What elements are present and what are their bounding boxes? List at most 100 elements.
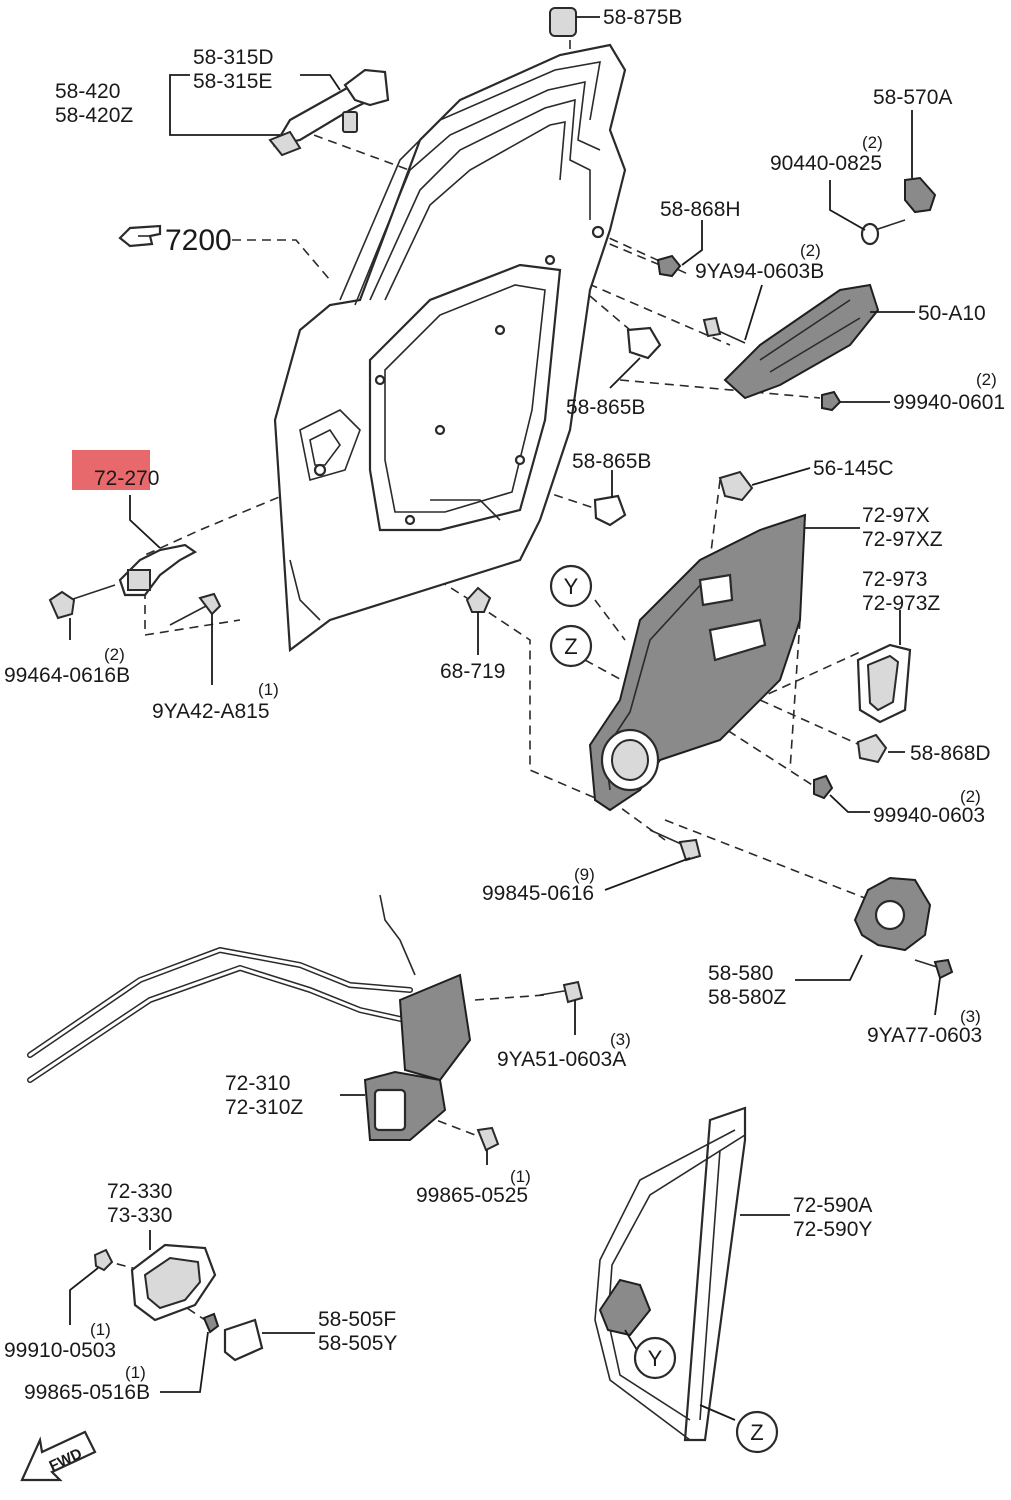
- qty-99865-0516B: (1): [125, 1363, 146, 1382]
- door-latch-72-310: [363, 973, 472, 1141]
- pointing-hand-icon: [118, 224, 162, 248]
- qty-99845: (9): [574, 865, 595, 884]
- lock-cables: [27, 894, 416, 1083]
- screw-99865-0516B: [202, 1312, 220, 1334]
- bolt-9YA42: [169, 592, 222, 626]
- label-72-310: 72-310: [225, 1072, 290, 1095]
- callout-y-lower: Y: [633, 1336, 677, 1380]
- highlight-72-270: [72, 450, 150, 490]
- label-72-590Y: 72-590Y: [793, 1218, 872, 1241]
- door-check-72-270: [118, 543, 198, 597]
- label-56-145C: 56-145C: [813, 457, 894, 480]
- callout-z-upper: Z: [549, 624, 593, 668]
- qty-9YA42: (1): [258, 680, 279, 699]
- label-99910-0503: 99910-0503: [4, 1339, 116, 1362]
- qty-99865-0525: (1): [510, 1167, 531, 1186]
- label-72-973: 72-973: [862, 568, 927, 591]
- label-99865-0516B: 99865-0516B: [24, 1381, 150, 1404]
- callout-z-lower: Z: [735, 1410, 779, 1454]
- label-90440-0825: 90440-0825: [770, 152, 882, 175]
- label-72-590A: 72-590A: [793, 1194, 872, 1217]
- label-58-505Y: 58-505Y: [318, 1332, 397, 1355]
- label-72-270: 72-270: [94, 467, 159, 490]
- bolt-9YA77: [914, 958, 954, 980]
- cover-58-505F: [223, 1318, 264, 1362]
- label-99464-0616B: 99464-0616B: [4, 664, 130, 687]
- label-58-315D: 58-315D: [193, 46, 274, 69]
- clip-58-570A: [904, 176, 937, 214]
- label-9YA94-0603B: 9YA94-0603B: [695, 260, 824, 283]
- regulator-72-590A: [594, 1106, 747, 1442]
- label-73-330: 73-330: [107, 1204, 172, 1227]
- bracket-50-A10: [723, 283, 880, 400]
- door-panel: [273, 43, 627, 653]
- carrier-72-97X: [588, 513, 807, 812]
- label-58-865B-lower: 58-865B: [572, 450, 651, 473]
- bolt-9YA51: [539, 980, 584, 1004]
- label-72-973Z: 72-973Z: [862, 592, 940, 615]
- label-58-875B: 58-875B: [603, 6, 682, 29]
- clip-68-719: [465, 586, 492, 613]
- label-58-315E: 58-315E: [193, 70, 272, 93]
- callout-y2-text: Y: [648, 1346, 663, 1371]
- qty-9YA94: (2): [800, 241, 821, 260]
- screw-90440: [860, 219, 906, 246]
- cap-58-868D: [856, 733, 888, 764]
- label-9YA42-A815: 9YA42-A815: [152, 700, 270, 723]
- callout-z2-text: Z: [750, 1420, 763, 1445]
- nut-99940-0601: [821, 390, 842, 412]
- bolt-99845: [649, 829, 702, 862]
- label-72-310Z: 72-310Z: [225, 1096, 303, 1119]
- bolt-99464: [48, 584, 116, 620]
- cap-58-875B: [549, 7, 577, 37]
- label-7200: 7200: [165, 224, 232, 257]
- label-58-868D: 58-868D: [910, 742, 991, 765]
- inner-handle-72-330: [130, 1243, 217, 1322]
- label-58-420: 58-420: [55, 80, 120, 103]
- label-58-580: 58-580: [708, 962, 773, 985]
- callout-z-text: Z: [564, 634, 577, 659]
- label-99940-0603: 99940-0603: [873, 804, 985, 827]
- label-99940-0601: 99940-0601: [893, 391, 1005, 414]
- qty-99464: (2): [104, 645, 125, 664]
- label-9YA51-0603A: 9YA51-0603A: [497, 1048, 626, 1071]
- clip-99910: [93, 1248, 114, 1272]
- bezel-72-973: [856, 643, 912, 724]
- label-58-865B-upper: 58-865B: [566, 396, 645, 419]
- screw-99865-0525: [476, 1126, 500, 1152]
- label-58-420Z: 58-420Z: [55, 104, 133, 127]
- qty-99940-0603: (2): [960, 787, 981, 806]
- label-58-570A: 58-570A: [873, 86, 952, 109]
- label-9YA77-0603: 9YA77-0603: [867, 1024, 982, 1047]
- callout-y-upper: Y: [549, 564, 593, 608]
- qty-9YA51: (3): [610, 1030, 631, 1049]
- handle-bracket: [342, 68, 390, 133]
- label-99865-0525: 99865-0525: [416, 1184, 528, 1207]
- qty-90440: (2): [862, 133, 883, 152]
- part-labels: 58-875B 58-315D 58-315E 58-420 58-420Z 5…: [4, 6, 1005, 1404]
- label-50-A10: 50-A10: [918, 302, 986, 325]
- label-58-580Z: 58-580Z: [708, 986, 786, 1009]
- label-72-330: 72-330: [107, 1180, 172, 1203]
- bumper-58-865B-lower: [593, 494, 627, 527]
- label-72-97XZ: 72-97XZ: [862, 528, 943, 551]
- label-58-868H: 58-868H: [660, 198, 741, 221]
- qty-9YA77: (3): [960, 1007, 981, 1026]
- nut-58-868H: [656, 254, 682, 278]
- qty-99910: (1): [90, 1320, 111, 1339]
- bolt-9YA94: [702, 316, 746, 344]
- callout-7200: 7200: [118, 224, 232, 257]
- label-99845-0616: 99845-0616: [482, 882, 594, 905]
- bumper-58-865B-upper: [626, 326, 662, 360]
- label-68-719: 68-719: [440, 660, 505, 683]
- clip-56-145C: [718, 470, 754, 502]
- motor-58-580: [853, 876, 932, 952]
- nut-99940-0603: [813, 774, 834, 800]
- label-72-97X: 72-97X: [862, 504, 930, 527]
- label-58-505F: 58-505F: [318, 1308, 396, 1331]
- leader-lines: [69, 16, 941, 1421]
- qty-99940-0601: (2): [976, 370, 997, 389]
- callout-y-text: Y: [564, 574, 579, 599]
- fwd-arrow-icon: FWD: [20, 1430, 97, 1482]
